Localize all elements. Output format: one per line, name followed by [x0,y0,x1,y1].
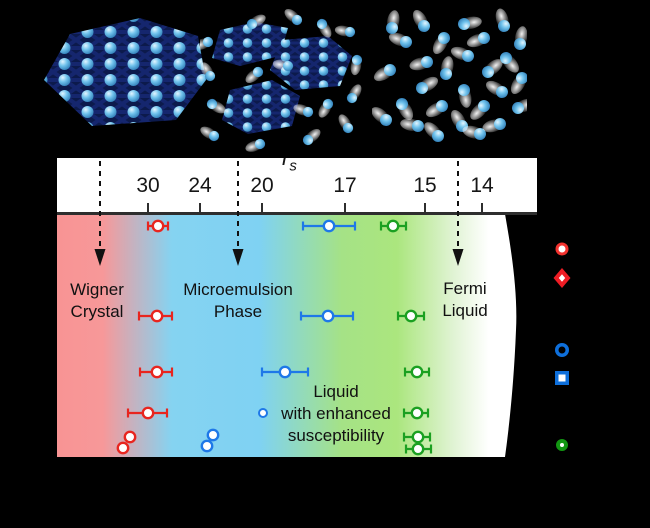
data-point-red [151,219,165,233]
data-point-red [150,309,164,323]
axis-tick-mark [199,203,201,213]
annotation-circle-icon [258,408,268,418]
axis-tick-mark [344,203,346,213]
phase-label-microemulsion: Microemulsion Phase [183,280,293,321]
legend-red-diamond-icon [553,268,571,288]
legend-green-circle-icon [556,439,568,451]
axis-tick-label: 24 [188,174,212,197]
data-point-red [116,441,130,455]
axis-tick-label: 14 [470,174,494,197]
axis-line [57,212,537,215]
data-point-green [410,365,424,379]
axis-tick-mark [261,203,263,213]
phase-gradient-background [57,214,517,457]
data-point-blue [278,365,292,379]
data-point-blue [206,428,220,442]
phase-label-wigner-crystal: Wigner Crystal [70,280,124,321]
annotation-liquid-susceptibility: Liquid with enhanced susceptibility [281,382,391,445]
data-point-green [410,406,424,420]
phase-label-fermi-liquid: Fermi Liquid [442,279,488,320]
axis-tick-label: 30 [136,174,160,197]
wigner-crystal-illustration [44,18,206,126]
data-points-layer [116,219,433,456]
axis-tick-mark [147,203,149,213]
axis-tick-mark [481,203,483,213]
rs-axis-label: rs [282,158,297,172]
legend-red-open-circle-icon [555,242,569,256]
data-point-blue [322,219,336,233]
data-point-red [123,430,137,444]
data-point-green [404,309,418,323]
free-electron-icons [372,8,527,145]
data-point-green [386,219,400,233]
axis-tick-label: 17 [333,174,357,197]
data-point-green [411,430,425,444]
fermi-liquid-illustration [372,8,527,145]
microemulsion-illustration [200,8,365,153]
data-point-red [141,406,155,420]
axis-tick-label: 15 [413,174,437,197]
data-point-green [411,442,425,456]
rs-axis-strip: rs 30 24 20 17 15 14 [57,158,537,213]
data-point-blue [200,439,214,453]
axis-tick-mark [424,203,426,213]
data-point-red [150,365,164,379]
legend-blue-square-icon [555,371,569,385]
legend-blue-open-circle-icon [555,343,569,357]
phase-diagram-region [57,214,517,457]
data-point-blue [321,309,335,323]
legend-markers [553,242,571,451]
axis-tick-label: 20 [250,174,274,197]
